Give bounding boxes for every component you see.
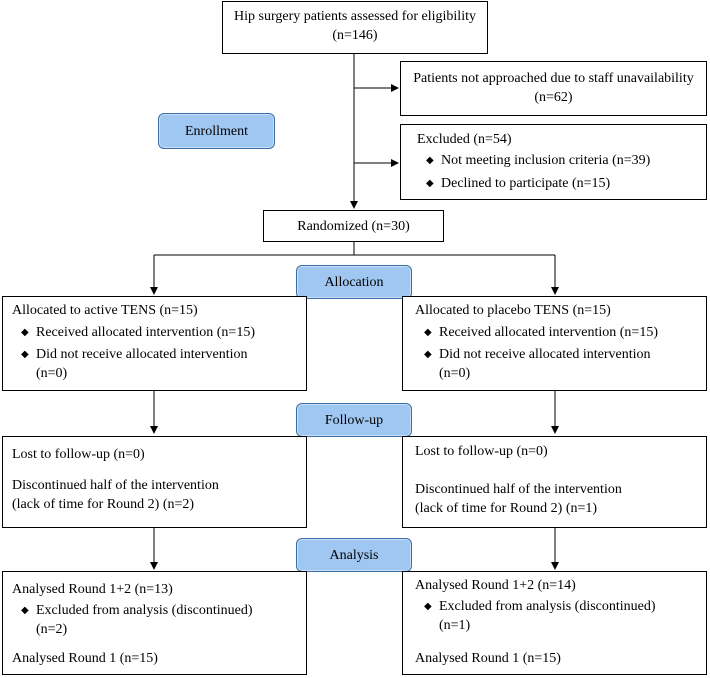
stage-enrollment: Enrollment <box>158 113 275 149</box>
analysis-right-excluded: Excluded from analysis (discontinued) <box>415 597 706 616</box>
randomized-box: Randomized (n=30) <box>263 210 444 242</box>
allocation-left-title: Allocated to active TENS (n=15) <box>12 303 198 318</box>
followup-left-box: Lost to follow-up (n=0) Discontinued hal… <box>2 436 307 528</box>
analysis-left-round12: Analysed Round 1+2 (n=13) <box>12 582 173 597</box>
analysis-right-round1: Analysed Round 1 (n=15) <box>415 651 561 666</box>
allocation-right-not-received-n: (n=0) <box>439 366 471 381</box>
allocation-right-box: Allocated to placebo TENS (n=15) Receive… <box>402 296 707 391</box>
stage-allocation: Allocation <box>296 265 412 299</box>
allocation-right-not-received: Did not receive allocated intervention <box>415 345 706 364</box>
allocation-left-box: Allocated to active TENS (n=15) Received… <box>2 296 307 391</box>
followup-right-box: Lost to follow-up (n=0) Discontinued hal… <box>402 436 707 528</box>
analysis-left-box: Analysed Round 1+2 (n=13) Excluded from … <box>2 571 307 675</box>
allocation-left-not-received: Did not receive allocated intervention <box>12 345 306 364</box>
analysis-left-excluded: Excluded from analysis (discontinued) <box>12 601 306 620</box>
followup-right-disc1: Discontinued half of the intervention <box>415 482 622 497</box>
excluded-item: Declined to participate (n=15) <box>417 174 706 193</box>
allocation-right-title: Allocated to placebo TENS (n=15) <box>415 303 611 318</box>
excluded-item: Not meeting inclusion criteria (n=39) <box>417 151 706 170</box>
not-approached-box: Patients not approached due to staff una… <box>400 61 707 116</box>
analysis-left-round1: Analysed Round 1 (n=15) <box>12 651 158 666</box>
stage-enrollment-label: Enrollment <box>185 123 248 139</box>
stage-analysis: Analysis <box>296 538 412 572</box>
followup-left-lost: Lost to follow-up (n=0) <box>12 447 145 462</box>
followup-right-lost: Lost to follow-up (n=0) <box>415 444 548 459</box>
excluded-title: Excluded (n=54) <box>417 132 512 147</box>
stage-analysis-label: Analysis <box>329 547 379 563</box>
excluded-box: Excluded (n=54) Not meeting inclusion cr… <box>400 124 707 200</box>
analysis-left-excluded-n: (n=2) <box>36 622 68 637</box>
analysis-right-round12: Analysed Round 1+2 (n=14) <box>415 578 576 593</box>
not-approached-text: Patients not approached due to staff una… <box>413 71 694 105</box>
allocation-left-not-received-n: (n=0) <box>36 366 68 381</box>
analysis-right-box: Analysed Round 1+2 (n=14) Excluded from … <box>402 571 707 675</box>
followup-right-disc2: (lack of time for Round 2) (n=1) <box>415 501 598 516</box>
followup-left-disc2: (lack of time for Round 2) (n=2) <box>12 497 195 512</box>
allocation-right-received: Received allocated intervention (n=15) <box>415 323 706 342</box>
followup-left-disc1: Discontinued half of the intervention <box>12 478 219 493</box>
stage-followup: Follow-up <box>296 403 412 437</box>
allocation-left-received: Received allocated intervention (n=15) <box>12 323 306 342</box>
randomized-text: Randomized (n=30) <box>297 219 410 234</box>
analysis-right-excluded-n: (n=1) <box>439 618 471 633</box>
stage-allocation-label: Allocation <box>324 274 384 290</box>
assessed-text: Hip surgery patients assessed for eligib… <box>234 9 476 43</box>
stage-followup-label: Follow-up <box>324 412 384 428</box>
assessed-box: Hip surgery patients assessed for eligib… <box>222 1 488 54</box>
